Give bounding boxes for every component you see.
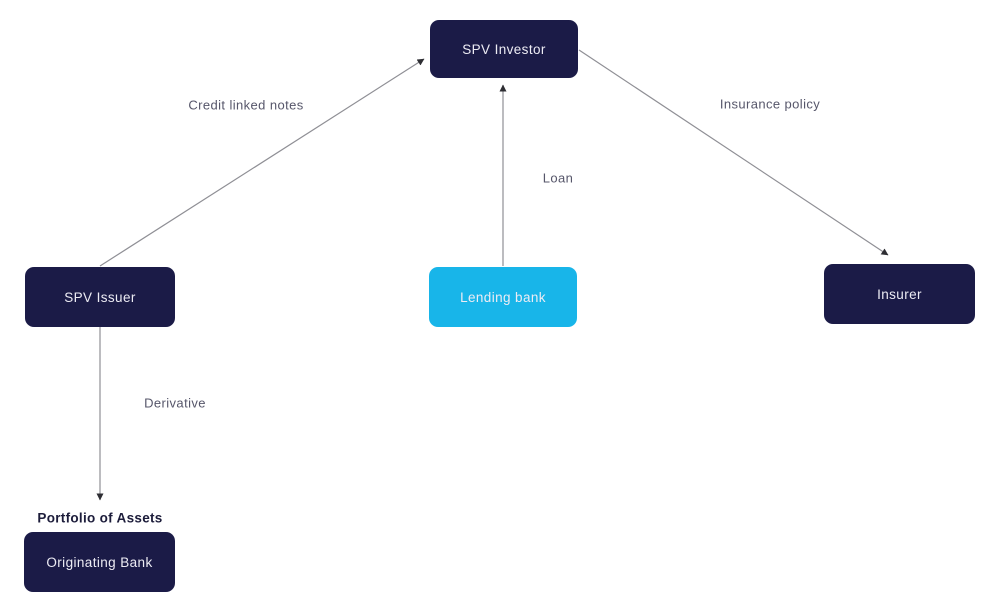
edge-label-loan: Loan [542, 170, 574, 186]
node-spv-issuer: SPV Issuer [25, 267, 175, 327]
edge-label-derivative: Derivative [144, 395, 206, 411]
text-label-portfolio-of-assets: Portfolio of Assets [37, 510, 163, 526]
node-spv-issuer-label: SPV Issuer [64, 289, 136, 305]
node-spv-investor: SPV Investor [430, 20, 578, 78]
node-insurer: Insurer [824, 264, 975, 324]
node-lending-bank: Lending bank [429, 267, 577, 327]
node-originating-bank-label: Originating Bank [46, 554, 153, 570]
node-spv-investor-label: SPV Investor [462, 41, 546, 57]
node-lending-bank-label: Lending bank [460, 289, 546, 305]
edge-label-insurance-policy: Insurance policy [719, 96, 821, 112]
node-insurer-label: Insurer [877, 286, 922, 302]
edge-credit-linked-notes-line [99, 58, 425, 267]
edge-insurance-policy-line [578, 49, 889, 256]
edge-label-credit-linked-notes: Credit linked notes [188, 97, 304, 113]
node-originating-bank: Originating Bank [24, 532, 175, 592]
